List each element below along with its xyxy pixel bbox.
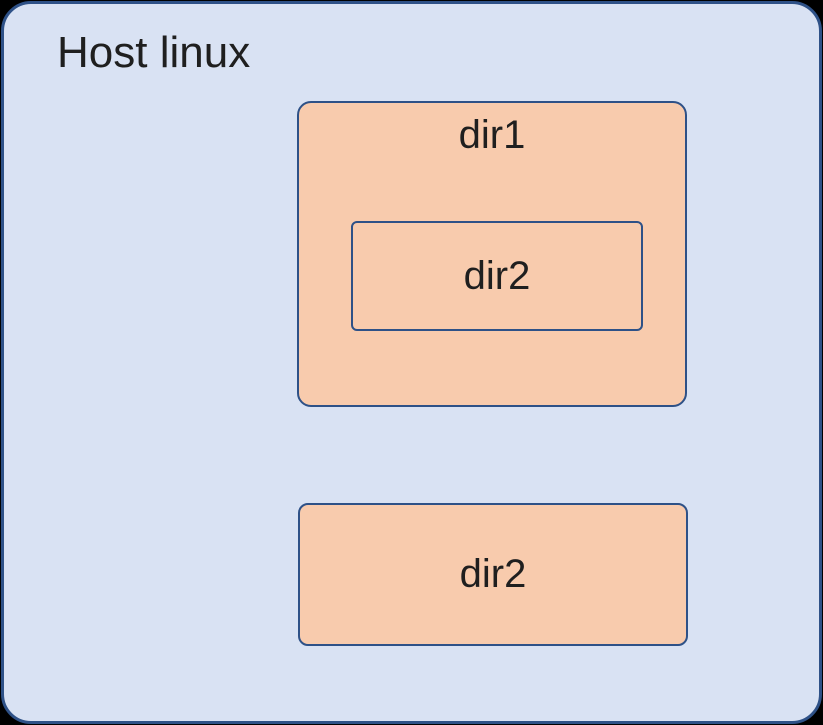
dir2-nested-box: dir2 xyxy=(351,221,643,331)
dir2-nested-label: dir2 xyxy=(463,253,531,298)
host-linux-label: Host linux xyxy=(57,28,251,77)
dir2-standalone-box: dir2 xyxy=(298,503,688,646)
dir2-standalone-label: dir2 xyxy=(459,552,527,596)
dir1-label: dir1 xyxy=(458,113,526,157)
dir1-container: dir1 dir2 xyxy=(297,101,687,407)
